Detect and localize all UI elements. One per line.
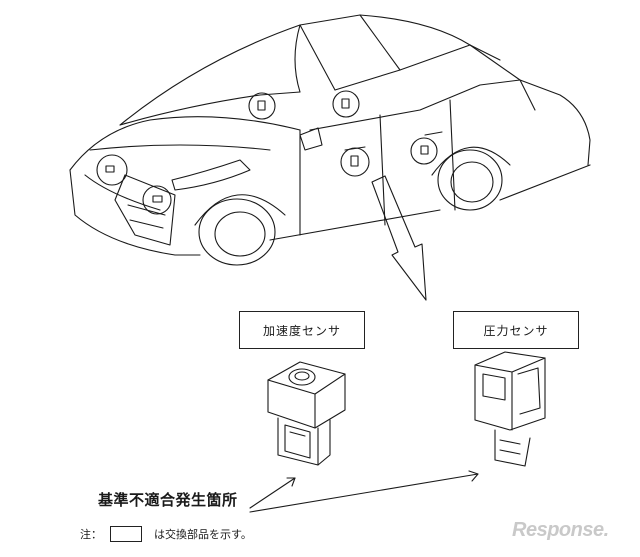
accel-sensor-part [267, 361, 346, 466]
legend-note: 注： は交換部品を示す。 [80, 526, 252, 542]
replacement-part-swatch [110, 526, 142, 542]
sensor-marker-front-left [96, 154, 128, 186]
sensor-markers [96, 90, 438, 215]
note-suffix: は交換部品を示す。 [154, 528, 252, 541]
sensor-marker-rear-door [410, 137, 438, 165]
sensor-marker-front-center [142, 185, 172, 215]
leader-lines [249, 470, 479, 513]
pressure-sensor-label-text: 圧力センサ [483, 323, 549, 338]
note-prefix: 注： [80, 528, 102, 541]
pressure-sensor-part [474, 351, 546, 467]
sensor-marker-a-pillar [248, 92, 276, 120]
defect-location-caption: 基準不適合発生箇所 [98, 491, 238, 509]
pointer-arrow [371, 175, 427, 301]
sensor-marker-front-door [340, 147, 370, 177]
response-watermark: Response. [512, 519, 609, 541]
accel-sensor-label-text: 加速度センサ [262, 323, 341, 338]
car-illustration [69, 14, 591, 266]
accel-sensor-label: 加速度センサ [239, 311, 365, 349]
pressure-sensor-label: 圧力センサ [453, 311, 579, 349]
sensor-marker-b-pillar [332, 90, 360, 118]
